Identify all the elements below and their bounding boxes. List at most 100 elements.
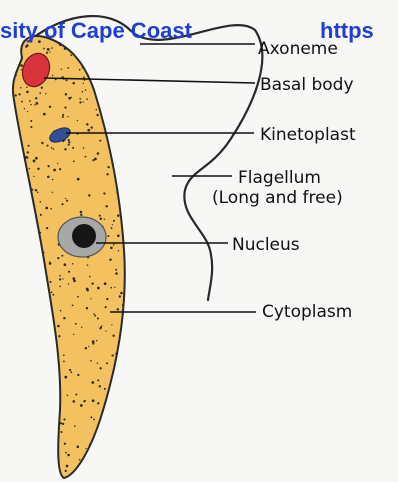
stipple-dot [68,141,70,143]
stipple-dot [105,331,106,332]
stipple-dot [59,286,61,288]
stipple-dot [110,247,113,250]
stipple-dot [105,306,107,308]
stipple-dot [73,161,75,163]
stipple-dot [85,448,86,449]
stipple-dot [53,148,55,150]
stipple-dot [97,152,100,155]
stipple-dot [30,120,32,122]
stipple-dot [63,418,65,420]
stipple-dot [94,315,96,317]
stipple-dot [77,120,78,121]
stipple-dot [96,114,98,116]
stipple-dot [63,354,65,356]
stipple-dot [20,87,22,89]
stipple-dot [77,446,80,449]
stipple-dot [83,83,84,84]
stipple-dot [90,360,92,362]
stipple-dot [117,214,120,217]
stipple-dot [30,104,31,105]
stipple-dot [70,97,71,98]
stipple-dot [82,91,84,93]
stipple-dot [89,276,91,278]
stipple-dot [106,298,108,300]
stipple-dot [72,147,74,149]
stipple-dot [64,376,67,379]
stipple-dot [49,106,51,108]
stipple-dot [73,400,76,403]
stipple-dot [88,194,90,196]
stipple-dot [41,142,43,144]
stipple-dot [85,156,87,158]
stipple-dot [73,334,74,335]
stipple-dot [99,215,101,217]
stipple-dot [48,165,50,167]
stipple-dot [60,431,62,433]
stipple-dot [25,45,27,47]
stipple-dot [97,362,99,364]
label-basal-body: Basal body [260,75,354,95]
stipple-dot [65,198,66,199]
stipple-dot [115,272,118,275]
stipple-dot [50,208,52,210]
stipple-dot [91,126,93,128]
stipple-dot [66,200,68,202]
stipple-dot [118,250,119,251]
stipple-dot [113,244,115,246]
stipple-dot [57,163,58,164]
stipple-dot [109,258,111,260]
stipple-dot [64,263,67,266]
stipple-dot [67,116,68,117]
stipple-dot [90,416,92,418]
stipple-dot [59,168,61,170]
stipple-dot [67,67,69,69]
stipple-dot [62,278,63,279]
stipple-dot [104,282,107,285]
stipple-dot [68,144,70,146]
stipple-dot [26,91,29,94]
stipple-dot [88,346,89,347]
stipple-dot [52,192,53,193]
stipple-dot [67,394,69,396]
stipple-dot [116,191,118,193]
stipple-dot [120,292,123,295]
stipple-dot [57,257,59,259]
stipple-dot [92,399,95,402]
stipple-dot [83,101,84,102]
stipple-dot [45,93,46,94]
stipple-dot [65,470,67,472]
stipple-dot [68,283,69,284]
stipple-dot [106,173,108,175]
stipple-dot [117,308,119,310]
stipple-dot [87,129,90,132]
stipple-dot [24,156,27,159]
stipple-dot [114,287,115,288]
stipple-dot [62,423,64,425]
stipple-dot [111,354,113,356]
stipple-dot [61,255,63,257]
stipple-dot [91,381,94,384]
stipple-dot [51,147,53,149]
stipple-dot [115,269,117,271]
stipple-dot [110,287,112,289]
stipple-dot [67,454,70,457]
stipple-dot [97,379,99,381]
stipple-dot [86,98,88,100]
stipple-dot [93,419,95,421]
stipple-dot [39,232,41,234]
stipple-dot [29,168,31,170]
stipple-dot [77,296,79,298]
stipple-dot [46,227,48,229]
stipple-dot [45,207,48,210]
stipple-dot [65,93,67,95]
watermark-text-left: sity of Cape Coast [0,18,193,43]
stipple-dot [32,189,34,191]
stipple-dot [59,278,61,280]
stipple-dot [72,82,74,84]
stipple-dot [99,140,101,142]
stipple-dot [82,66,84,68]
stipple-dot [111,324,112,325]
stipple-dot [75,393,77,395]
stipple-dot [97,402,99,404]
